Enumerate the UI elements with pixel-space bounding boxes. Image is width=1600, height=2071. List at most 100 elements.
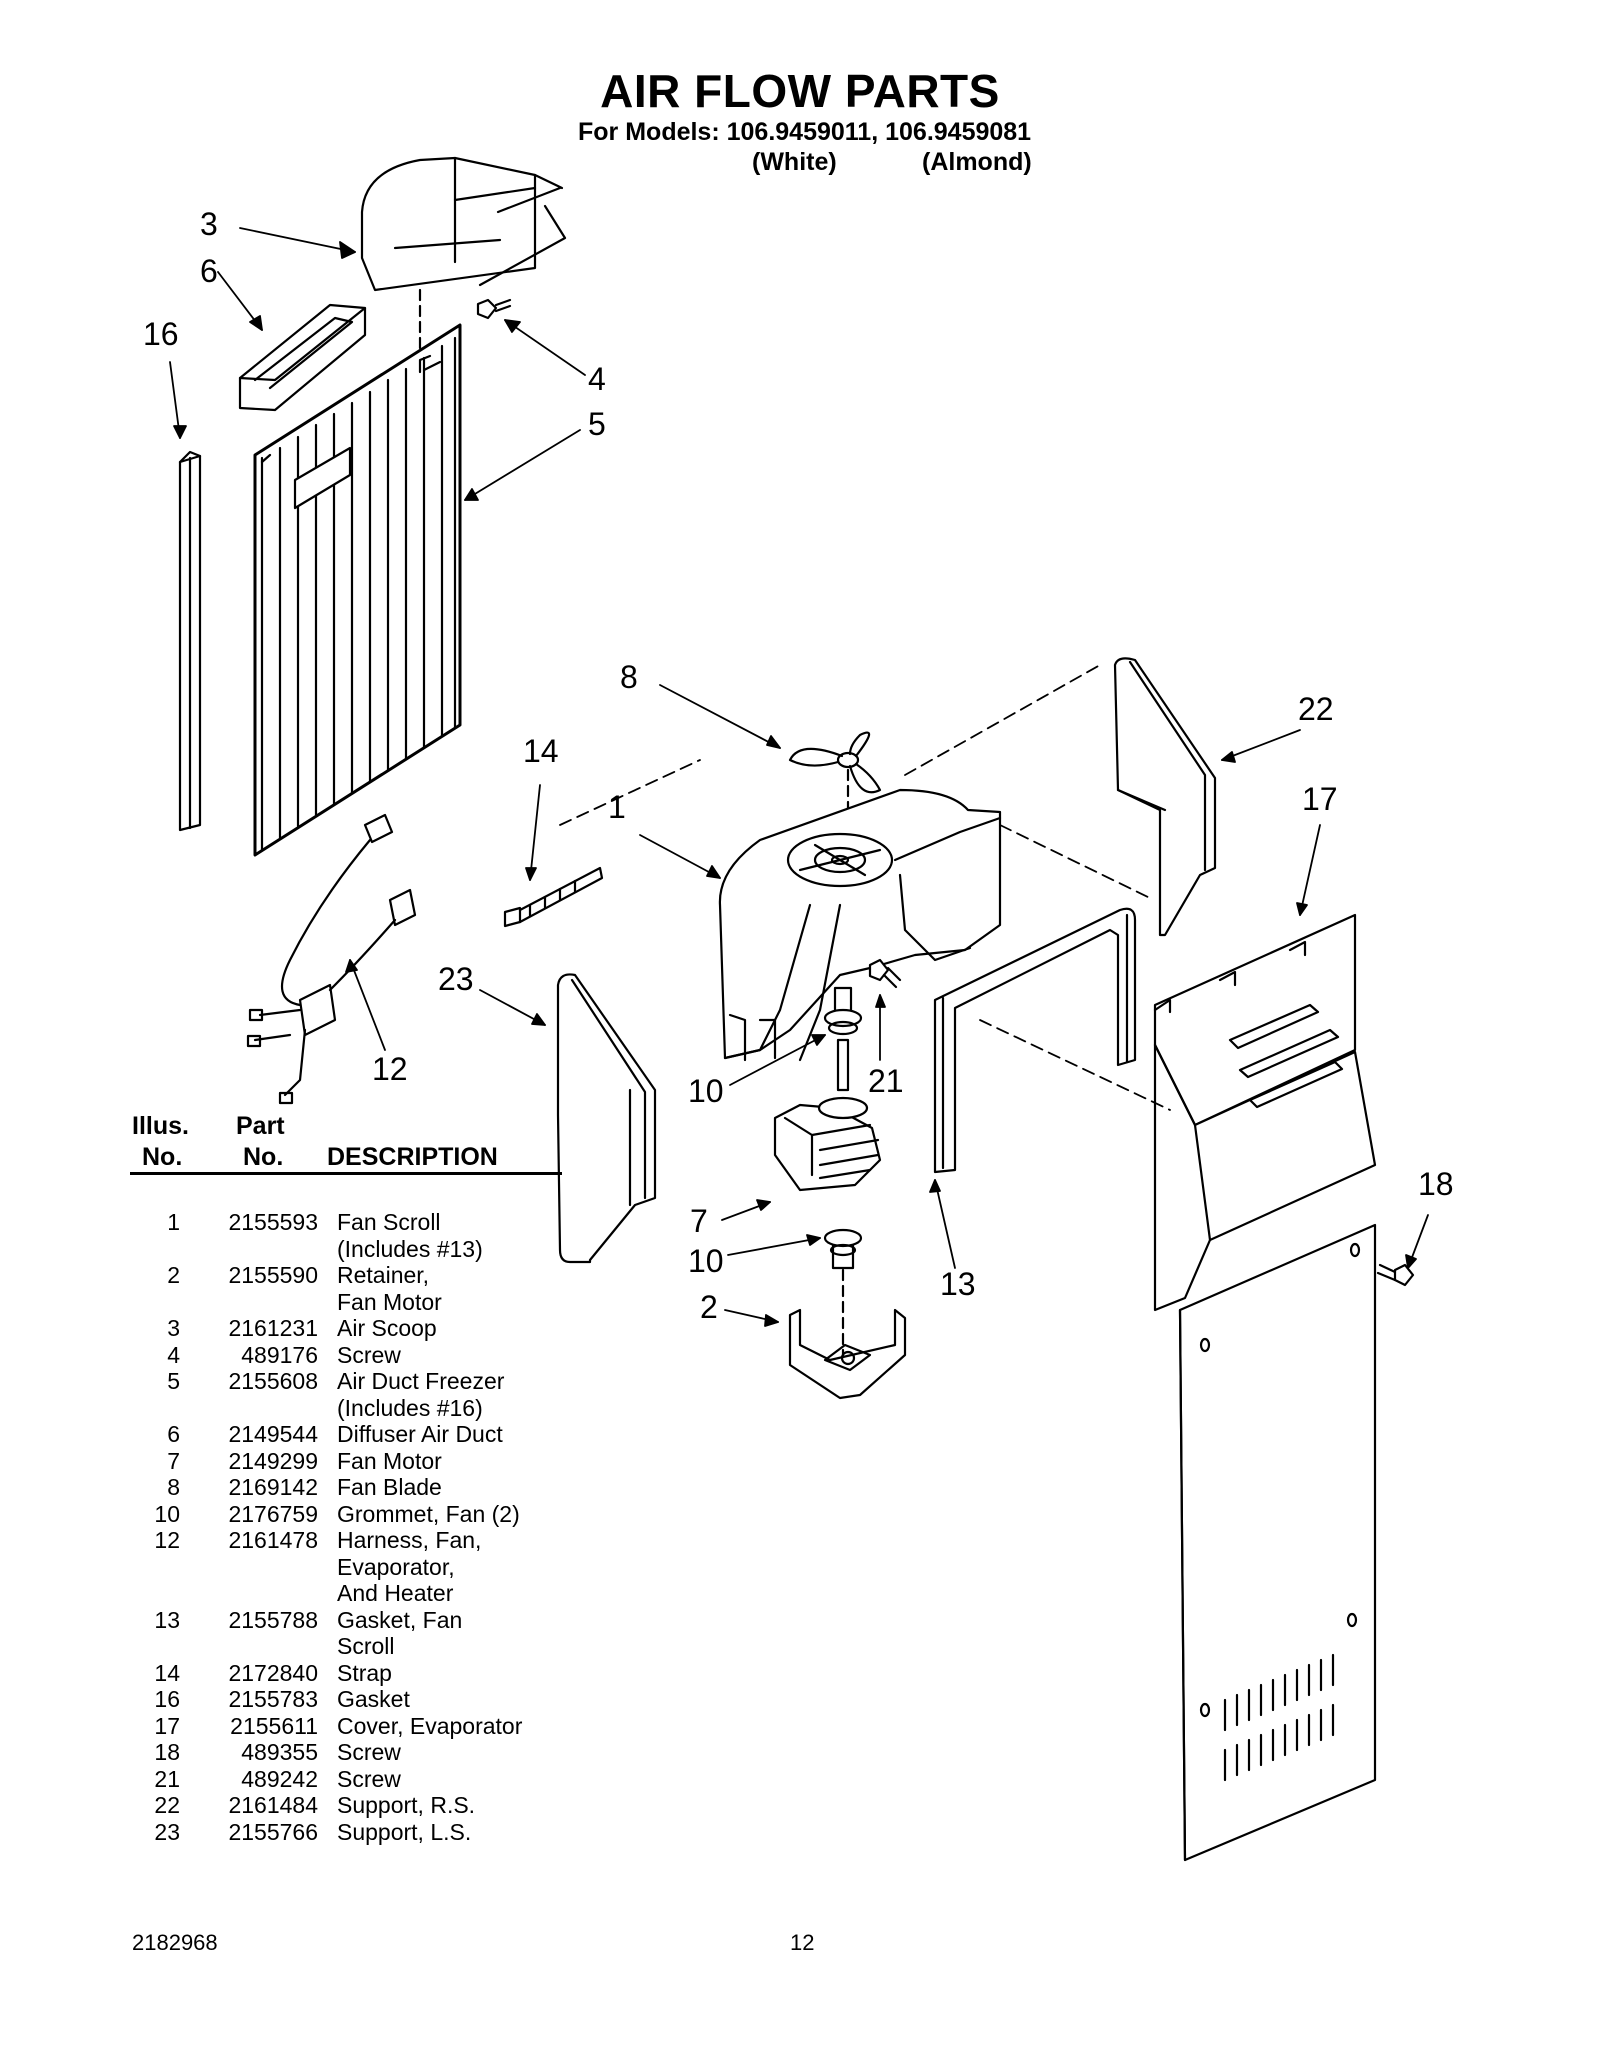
air-scoop-part bbox=[360, 156, 567, 292]
description-cell: Harness, Fan, bbox=[337, 1527, 482, 1553]
col-header-illus-2: No. bbox=[142, 1143, 183, 1171]
callout-6: 6 bbox=[200, 253, 218, 289]
description-cell: Screw bbox=[337, 1739, 401, 1765]
screw-part-4 bbox=[476, 298, 512, 320]
callout-3: 3 bbox=[200, 206, 218, 242]
callout-10-upper: 10 bbox=[688, 1073, 724, 1109]
description-cell: Fan Scroll bbox=[337, 1209, 441, 1235]
illus-no-cell: 12 bbox=[154, 1527, 180, 1553]
callout-18: 18 bbox=[1418, 1166, 1454, 1202]
callout-2: 2 bbox=[700, 1289, 718, 1325]
col-header-part-1: Part bbox=[236, 1112, 285, 1140]
part-no-cell: 2149299 bbox=[228, 1447, 318, 1474]
illus-no-cell: 22 bbox=[154, 1792, 180, 1818]
fan-scroll-part bbox=[718, 788, 1002, 1062]
callout-22: 22 bbox=[1298, 691, 1334, 727]
illus-no-cell: 6 bbox=[167, 1421, 180, 1447]
description-cell: Support, R.S. bbox=[337, 1792, 476, 1818]
part-no-cell: 2155766 bbox=[228, 1818, 318, 1845]
callout-16: 16 bbox=[143, 316, 179, 352]
diffuser-air-duct-part bbox=[238, 303, 367, 412]
description-cell: Air Duct Freezer bbox=[337, 1368, 505, 1394]
col-header-part-2: No. bbox=[243, 1143, 284, 1171]
harness-part bbox=[246, 813, 417, 1105]
gasket-part-16 bbox=[178, 450, 202, 832]
description-cell: And Heater bbox=[337, 1580, 454, 1606]
callout-10-lower: 10 bbox=[688, 1243, 724, 1279]
callout-14: 14 bbox=[523, 733, 559, 769]
table-header-rule bbox=[130, 1172, 562, 1175]
part-no-cell: 2172840 bbox=[228, 1659, 318, 1686]
description-cell: Screw bbox=[337, 1765, 401, 1792]
description-cell: Air Scoop bbox=[337, 1315, 437, 1341]
part-no-cell: 2155593 bbox=[228, 1209, 318, 1235]
grommet-upper-part bbox=[823, 986, 863, 1036]
illus-no-cell: 7 bbox=[167, 1447, 180, 1474]
illus-no-cell: 2 bbox=[167, 1262, 180, 1288]
description-cell: (Includes #13) bbox=[337, 1235, 483, 1262]
callout-13: 13 bbox=[940, 1266, 976, 1302]
description-cell: Gasket, Fan bbox=[337, 1606, 463, 1633]
illus-no-cell: 3 bbox=[167, 1315, 180, 1341]
air-duct-freezer-part bbox=[253, 323, 462, 857]
document-number: 2182968 bbox=[132, 1930, 218, 1955]
fan-motor-part bbox=[773, 1038, 882, 1192]
part-no-cell: 2161478 bbox=[228, 1527, 318, 1553]
description-cell: Gasket bbox=[337, 1686, 410, 1712]
illus-no-cell: 10 bbox=[154, 1500, 180, 1527]
illus-no-cell: 14 bbox=[154, 1659, 180, 1686]
part-no-cell: 2155611 bbox=[230, 1712, 318, 1739]
callout-17: 17 bbox=[1302, 781, 1338, 817]
cover-evaporator-part bbox=[1153, 913, 1377, 1862]
description-cell: Scroll bbox=[337, 1633, 395, 1659]
col-header-description: DESCRIPTION bbox=[327, 1143, 498, 1171]
description-cell: Strap bbox=[337, 1659, 392, 1686]
part-no-cell: 489176 bbox=[241, 1341, 318, 1368]
support-ls-part bbox=[556, 973, 657, 1264]
screw-part-21 bbox=[868, 958, 902, 989]
illus-no-cell: 17 bbox=[154, 1712, 180, 1739]
illus-no-cell: 23 bbox=[154, 1818, 180, 1845]
description-cell: Grommet, Fan (2) bbox=[337, 1500, 520, 1527]
callout-21: 21 bbox=[868, 1063, 904, 1099]
callout-4: 4 bbox=[588, 361, 606, 397]
strap-part bbox=[503, 866, 604, 928]
part-no-cell: 2176759 bbox=[228, 1500, 318, 1527]
screw-part-18 bbox=[1376, 1263, 1415, 1287]
illus-no-cell: 1 bbox=[167, 1209, 180, 1235]
part-no-cell: 2161231 bbox=[228, 1315, 318, 1341]
callout-12: 12 bbox=[372, 1051, 408, 1087]
callout-5: 5 bbox=[588, 406, 606, 442]
part-no-cell: 2169142 bbox=[228, 1474, 318, 1500]
part-no-cell: 2155788 bbox=[228, 1606, 318, 1633]
callout-23: 23 bbox=[438, 961, 474, 997]
fan-blade-part bbox=[788, 731, 882, 794]
illus-no-cell: 8 bbox=[167, 1474, 180, 1500]
description-cell: Screw bbox=[337, 1341, 401, 1368]
part-no-cell: 2155783 bbox=[228, 1686, 318, 1712]
callout-1: 1 bbox=[608, 789, 626, 825]
illus-no-cell: 13 bbox=[154, 1606, 180, 1633]
description-cell: Cover, Evaporator bbox=[337, 1712, 523, 1739]
models-line: For Models: 106.9459011, 106.9459081 bbox=[578, 118, 1032, 146]
grommet-lower-part bbox=[823, 1228, 863, 1270]
callout-7: 7 bbox=[690, 1203, 708, 1239]
description-cell: Fan Motor bbox=[337, 1447, 442, 1474]
page-number: 12 bbox=[790, 1930, 815, 1955]
callout-8: 8 bbox=[620, 659, 638, 695]
part-no-cell: 2155590 bbox=[228, 1262, 318, 1288]
description-cell: Fan Motor bbox=[337, 1288, 442, 1315]
description-cell: Retainer, bbox=[337, 1262, 430, 1288]
illus-no-cell: 4 bbox=[167, 1341, 180, 1368]
part-no-cell: 489355 bbox=[241, 1739, 318, 1765]
illus-no-cell: 16 bbox=[154, 1686, 180, 1712]
illus-no-cell: 21 bbox=[154, 1765, 180, 1792]
gasket-fan-scroll-part bbox=[933, 907, 1137, 1174]
part-no-cell: 489242 bbox=[241, 1765, 318, 1792]
motor-retainer-part bbox=[788, 1308, 907, 1400]
page-title: AIR FLOW PARTS bbox=[600, 65, 1000, 117]
support-rs-part bbox=[1113, 657, 1217, 937]
description-cell: (Includes #16) bbox=[337, 1394, 483, 1421]
part-no-cell: 2149544 bbox=[228, 1421, 318, 1447]
